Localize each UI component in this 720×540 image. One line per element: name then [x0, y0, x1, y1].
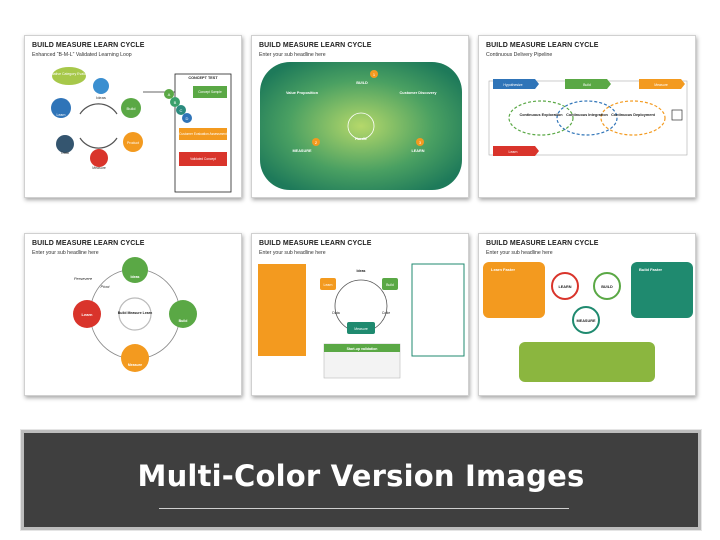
slide-title: BUILD MEASURE LEARN CYCLE [32, 240, 145, 247]
banner-title: Multi-Color Version Images [137, 459, 585, 493]
data-label: Data [332, 311, 339, 315]
package-icon [671, 109, 683, 121]
slide-thumbnail-3[interactable]: BUILD MEASURE LEARN CYCLE Continuous Del… [478, 35, 696, 198]
learn-label: Learn [57, 113, 66, 117]
learn-label: LEARN [558, 285, 571, 289]
slide-subtitle: Enhanced “B-M-L” Validated Learning Loop [32, 52, 132, 58]
build-label: Build [583, 83, 591, 87]
measure-label: Measure [654, 83, 668, 87]
learn-faster-label: Learn Faster [491, 267, 515, 272]
slide-title: BUILD MEASURE LEARN CYCLE [259, 240, 372, 247]
validated-concept-label: Validated Concept [190, 157, 216, 161]
learn-label: Learn [82, 312, 93, 317]
startup-label: Start-up validation [347, 347, 378, 351]
measure-label: MEASURE [577, 319, 596, 323]
customer-label: Customer Discovery [400, 91, 438, 95]
learn-label: Learn [324, 283, 333, 287]
ideas-label: Ideas [96, 95, 106, 100]
number-1: 1 [373, 72, 376, 77]
slide-title: BUILD MEASURE LEARN CYCLE [32, 42, 145, 49]
learn-label: LEARN [411, 149, 424, 153]
integration-label: Continuous Integration [566, 113, 608, 117]
bml-loop-diagram: Qualitative Category Evaluation Ideas Bu… [44, 67, 232, 193]
product-label: Product [127, 141, 139, 145]
measure-label: Measure [354, 327, 368, 331]
bml-circle-diagram: Ideas Build Learn Measure Build Measure … [73, 257, 197, 372]
slide-title: BUILD MEASURE LEARN CYCLE [259, 42, 372, 49]
letter-a: A [168, 92, 171, 97]
slide-subtitle: Enter your sub headline here [32, 250, 99, 256]
concept-test-label: CONCEPT TEST [188, 76, 218, 80]
letter-d: D [186, 116, 189, 121]
ideas-label: Ideas [131, 275, 140, 279]
exploration-label: Continuous Exploration [519, 113, 563, 117]
number-2: 2 [315, 140, 318, 145]
slide-thumbnail-1[interactable]: BUILD MEASURE LEARN CYCLE Enhanced “B-M-… [24, 35, 242, 198]
build-label: Build [179, 319, 188, 323]
build-label: BUILD [356, 81, 368, 85]
slide-thumbnail-grid: BUILD MEASURE LEARN CYCLE Enhanced “B-M-… [24, 35, 696, 396]
pivot-label: Pivot [101, 284, 111, 289]
qual-label: Qualitative Category Evaluation [44, 72, 93, 76]
customer-eval-label: Customer Evaluation Assessment [179, 132, 227, 136]
slide-thumbnail-5[interactable]: BUILD MEASURE LEARN CYCLE Enter your sub… [251, 233, 469, 396]
code-label: Code [382, 311, 390, 315]
banner-divider [159, 508, 569, 509]
measure-label: Measure [92, 166, 106, 170]
build-label: Build [386, 283, 394, 287]
measure-label: MEASURE [293, 149, 312, 153]
banner: Multi-Color Version Images [21, 430, 701, 530]
deployment-label: Continuous Deployment [611, 113, 656, 117]
slide-title: BUILD MEASURE LEARN CYCLE [486, 42, 599, 49]
bml-startup-diagram: Learn Build Ideas Data Code Measure Star… [258, 263, 465, 379]
slide-thumbnail-2[interactable]: BUILD MEASURE LEARN CYCLE Enter your sub… [251, 35, 469, 198]
learn-label: Learn [509, 150, 518, 154]
bml-gradient-diagram: 1 BUILD Value Proposition Customer Disco… [260, 62, 462, 190]
pipeline-diagram: Hypothesize Build Measure Continuous Exp… [488, 79, 688, 156]
slide-subtitle: Enter your sub headline here [259, 52, 326, 58]
slide-title: BUILD MEASURE LEARN CYCLE [486, 240, 599, 247]
value-label: Value Proposition [286, 91, 319, 95]
number-3: 3 [419, 140, 422, 145]
persevere-label: Persevere [74, 276, 93, 281]
measure-label: Measure [128, 363, 142, 367]
letter-b: B [174, 100, 177, 105]
slide-thumbnail-6[interactable]: BUILD MEASURE LEARN CYCLE Enter your sub… [478, 233, 696, 396]
ideas-label: Ideas [357, 269, 366, 273]
concept-sample-label: Concept Sample [198, 90, 222, 94]
bml-faster-diagram: Learn Faster Build Faster LEARN BUILD ME… [483, 262, 693, 382]
slide-subtitle: Enter your sub headline here [259, 250, 326, 256]
data-label: Data [61, 151, 68, 155]
build-faster-label: Build Faster [639, 267, 663, 272]
hurdle-label: Hurdle [355, 137, 367, 141]
letter-c: C [180, 108, 183, 113]
slide-subtitle: Continuous Delivery Pipeline [486, 52, 553, 58]
hypothesize-label: Hypothesize [503, 83, 522, 87]
build-label: BUILD [601, 285, 613, 289]
slide-subtitle: Enter your sub headline here [486, 250, 553, 256]
slide-thumbnail-4[interactable]: BUILD MEASURE LEARN CYCLE Enter your sub… [24, 233, 242, 396]
build-label: Build [127, 106, 136, 111]
center-label: Build Measure Learn [118, 311, 152, 315]
